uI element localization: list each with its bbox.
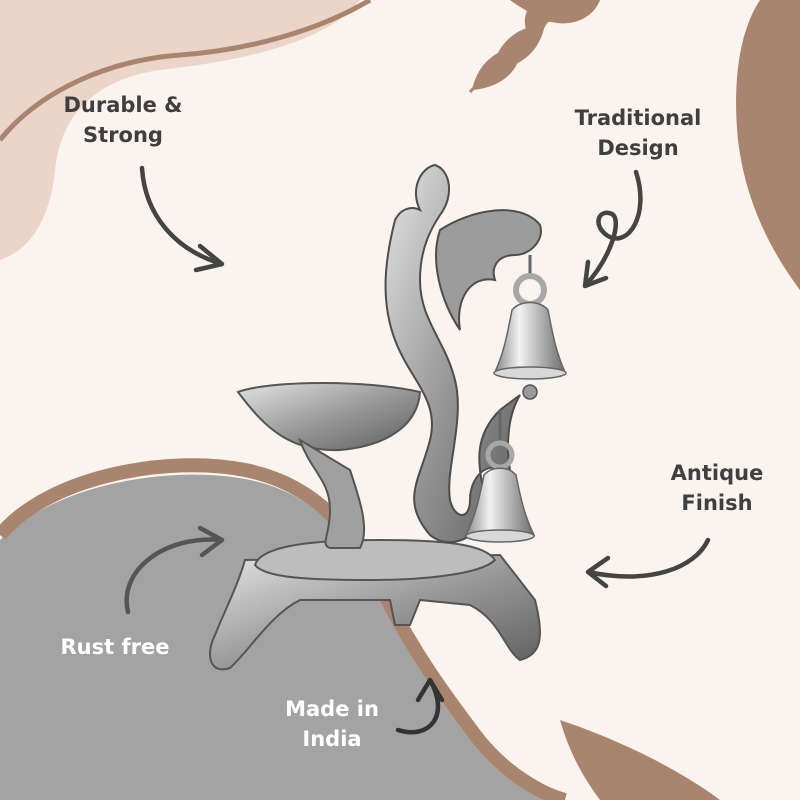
feature-antique-label: Antique Finish bbox=[670, 461, 764, 515]
upper-bell-ring bbox=[513, 273, 547, 307]
bottom-gray-shape bbox=[0, 474, 560, 800]
lamp-diya-stem bbox=[298, 437, 366, 549]
lower-bell-ring bbox=[485, 440, 515, 470]
arrow-antique-icon bbox=[585, 537, 711, 589]
top-left-blush-shape bbox=[0, 0, 360, 260]
feature-traditional-label: Traditional Design bbox=[574, 106, 702, 160]
lower-bell bbox=[464, 467, 536, 536]
arrow-durable-icon bbox=[139, 165, 225, 273]
arrow-rust-icon bbox=[124, 525, 225, 615]
lamp-base bbox=[209, 553, 541, 671]
feature-durable-label: Durable & Strong bbox=[63, 93, 183, 147]
lamp-peacock-plume bbox=[435, 209, 542, 331]
lamp-diya-bowl bbox=[236, 382, 422, 452]
top-left-bronze-line bbox=[0, 0, 372, 142]
feature-made-in-india-label: Made in India bbox=[285, 697, 379, 751]
lamp-peacock-body bbox=[384, 163, 521, 544]
arrow-traditional-icon bbox=[582, 169, 643, 289]
bottom-right-bronze-shape bbox=[560, 720, 720, 800]
upper-bell bbox=[493, 301, 567, 373]
lamp-plate bbox=[253, 538, 497, 582]
leaf-branch-icon bbox=[468, 0, 600, 94]
feature-rust-free-label: Rust free bbox=[60, 635, 170, 659]
top-right-bronze-shape bbox=[736, 0, 800, 290]
arrow-india-icon bbox=[395, 677, 445, 735]
